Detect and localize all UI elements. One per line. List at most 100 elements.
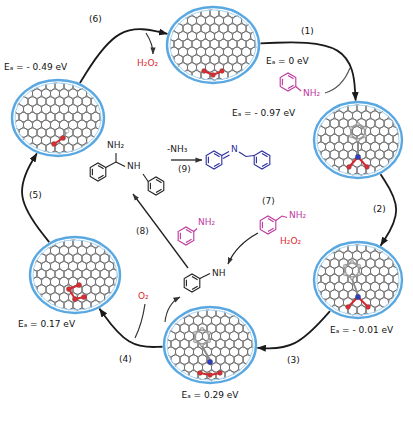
lattice-atom [108, 223, 110, 225]
lattice-atom [200, 30, 202, 32]
lattice-atom [260, 377, 262, 379]
lattice-atom [99, 87, 101, 89]
step-number: (3) [286, 355, 301, 366]
lattice-atom [249, 6, 251, 8]
lattice-atom [103, 283, 105, 285]
lattice-atom [245, 30, 247, 32]
adsorbed-atom [350, 260, 354, 264]
lattice-atom [302, 296, 304, 298]
lattice-atom [112, 283, 114, 285]
lattice-atom [378, 283, 380, 285]
lattice-atom [263, 14, 265, 16]
byproduct-formula: H₂O₂ [280, 236, 301, 247]
lattice-atom [383, 291, 385, 293]
lattice-atom [13, 74, 15, 76]
lattice-atom [392, 94, 394, 96]
lattice-atom [242, 309, 244, 311]
lattice-atom [161, 340, 163, 342]
lattice-atom [392, 166, 394, 168]
lattice-atom [360, 133, 362, 135]
lattice-atom [260, 340, 262, 342]
lattice-atom [267, 6, 269, 8]
lattice-atom [320, 249, 322, 251]
lattice-atom [218, 77, 220, 79]
lattice-atom [49, 252, 51, 254]
lattice-atom [306, 236, 308, 238]
lattice-atom [315, 174, 317, 176]
lattice-atom [342, 257, 344, 259]
lattice [0, 65, 118, 161]
lattice-atom [236, 45, 238, 47]
lattice-atom [231, 64, 233, 66]
lattice-atom [365, 156, 367, 158]
lattice-atom [112, 221, 114, 223]
lattice-atom [320, 234, 322, 236]
lattice-atom [269, 325, 271, 327]
lattice-atom [112, 111, 114, 113]
lattice-atom [18, 150, 20, 152]
lattice-atom [245, 56, 247, 58]
lattice-atom [90, 260, 92, 262]
lattice-atom [45, 134, 47, 136]
lattice-atom [360, 257, 362, 259]
byproduct-formula: H₂O₂ [137, 58, 158, 69]
lattice-atom [329, 265, 331, 267]
lattice-atom [200, 25, 202, 27]
lattice-atom [365, 140, 367, 142]
lattice-atom [311, 312, 313, 314]
lattice-atom [228, 301, 230, 303]
lattice-atom [224, 299, 226, 301]
lattice-atom [227, 0, 229, 1]
lattice-atom [4, 121, 6, 123]
lattice-atom [183, 364, 185, 366]
lattice-atom [186, 22, 188, 24]
lattice [299, 227, 413, 323]
lattice-atom [378, 252, 380, 254]
lattice-atom [121, 221, 123, 223]
lattice-atom [159, 69, 161, 71]
lattice-atom [342, 252, 344, 254]
lattice-atom [258, 32, 260, 34]
lattice-atom [267, 38, 269, 40]
cycle-arrow [80, 29, 167, 83]
lattice-atom [85, 64, 87, 66]
lattice-atom [365, 296, 367, 298]
lattice-atom [67, 64, 69, 66]
lattice-atom [360, 236, 362, 238]
lattice-atom [231, 48, 233, 50]
adsorbed-atom [349, 134, 353, 138]
lattice-atom [302, 140, 304, 142]
lattice-atom [182, 30, 184, 32]
lattice-atom [121, 283, 123, 285]
lattice-atom [31, 236, 33, 238]
cycle-arrow [22, 153, 49, 242]
lattice-atom [22, 121, 24, 123]
lattice-atom [18, 229, 20, 231]
lattice-atom [40, 121, 42, 123]
lattice-atom [306, 267, 308, 269]
lattice-atom [311, 244, 313, 246]
lattice-atom [342, 86, 344, 88]
lattice-atom [0, 134, 2, 136]
lattice-atom [186, 79, 188, 81]
lattice-atom [18, 144, 20, 146]
lattice-atom [112, 152, 114, 154]
lattice-atom [188, 299, 190, 301]
bond [222, 152, 229, 156]
lattice-atom [224, 314, 226, 316]
lattice-atom [338, 234, 340, 236]
lattice-atom [213, 17, 215, 19]
lattice-atom [179, 293, 181, 295]
lattice-atom [329, 280, 331, 282]
cycle-arrow [99, 309, 162, 347]
lattice-atom [183, 332, 185, 334]
lattice-atom [13, 142, 15, 144]
lattice-atom [22, 309, 24, 311]
lattice-atom [219, 291, 221, 293]
lattice-atom [45, 103, 47, 105]
lattice-atom [240, 64, 242, 66]
lattice-atom [94, 74, 96, 76]
lattice-atom [4, 79, 6, 81]
lattice-atom [182, 45, 184, 47]
lattice-atom [72, 270, 74, 272]
